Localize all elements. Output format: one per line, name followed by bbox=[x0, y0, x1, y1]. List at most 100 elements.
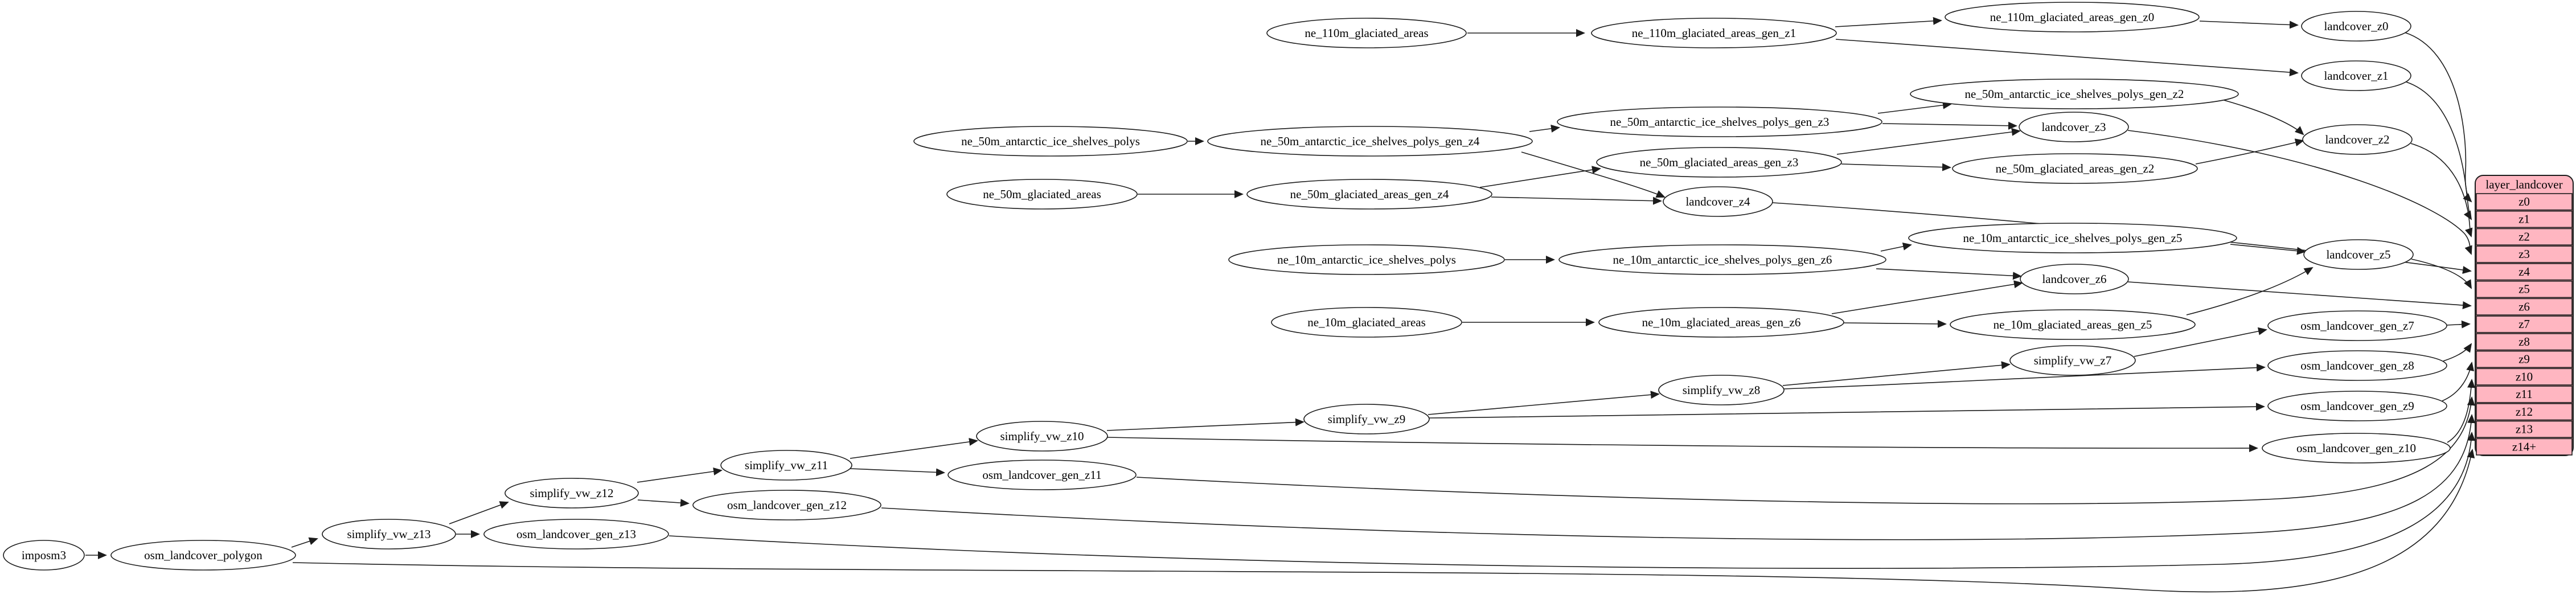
node-osm_landcover_gen_z7-label: osm_landcover_gen_z7 bbox=[2300, 319, 2414, 333]
node-simplify_vw_z8: simplify_vw_z8 bbox=[1658, 375, 1785, 405]
edge-simplify_vw_z8-to-osm_landcover_gen_z8 bbox=[1783, 363, 2266, 389]
node-ne_10m_glaciated_areas_gen_z5-label: ne_10m_glaciated_areas_gen_z5 bbox=[1993, 318, 2152, 331]
row-z4-label: z4 bbox=[2518, 265, 2530, 278]
node-ne_50m_antarctic_ice_shelves_polys_gen_z2: ne_50m_antarctic_ice_shelves_polys_gen_z… bbox=[1910, 79, 2239, 109]
node-simplify_vw_z7-label: simplify_vw_z7 bbox=[2034, 354, 2112, 367]
node-ne_50m_glaciated_areas-label: ne_50m_glaciated_areas bbox=[983, 187, 1101, 201]
edge-ne_50m_polys_gen_z4-to-gen_z3 bbox=[1529, 124, 1560, 133]
node-landcover_z1-label: landcover_z1 bbox=[2324, 69, 2388, 83]
node-landcover_z3: landcover_z3 bbox=[2019, 112, 2129, 142]
row-z14plus-cell bbox=[2476, 438, 2573, 456]
edge-landcover_z0-to-z0 bbox=[2404, 32, 2472, 203]
node-osm_landcover_gen_z12: osm_landcover_gen_z12 bbox=[692, 490, 881, 520]
node-landcover_z2: landcover_z2 bbox=[2302, 124, 2413, 155]
row-z10-label: z10 bbox=[2516, 370, 2533, 383]
edge-ne_50m_polys_gen_z4-to-landcover_z4 bbox=[1521, 151, 1666, 198]
node-osm_landcover_gen_z7: osm_landcover_gen_z7 bbox=[2267, 310, 2447, 341]
row-z12-cell bbox=[2476, 403, 2573, 421]
node-osm_landcover_gen_z10-shape bbox=[2262, 433, 2451, 464]
node-landcover_z0-shape bbox=[2301, 11, 2411, 42]
node-ne_10m_antarctic_ice_shelves_polys_gen_z5: ne_10m_antarctic_ice_shelves_polys_gen_z… bbox=[1908, 223, 2237, 253]
node-simplify_vw_z10: simplify_vw_z10 bbox=[976, 421, 1108, 452]
node-simplify_vw_z8-label: simplify_vw_z8 bbox=[1683, 383, 1761, 397]
edge-ne_50m_polys_gen_z3-to-gen_z2 bbox=[1877, 101, 1952, 114]
edge-ne_50m_polys_gen_z2-to-landcover_z2 bbox=[2224, 100, 2304, 136]
row-z2-label: z2 bbox=[2518, 230, 2530, 244]
row-z13-cell bbox=[2476, 420, 2573, 438]
node-simplify_vw_z8-shape bbox=[1658, 375, 1785, 405]
node-landcover_z4-label: landcover_z4 bbox=[1685, 195, 1750, 208]
node-ne_50m_glaciated_areas_gen_z3-label: ne_50m_glaciated_areas_gen_z3 bbox=[1640, 155, 1799, 169]
node-osm_landcover_polygon-shape bbox=[110, 540, 296, 571]
row-z5-label: z5 bbox=[2518, 282, 2530, 296]
node-simplify_vw_z11: simplify_vw_z11 bbox=[720, 450, 852, 481]
node-osm_landcover_gen_z9-label: osm_landcover_gen_z9 bbox=[2300, 399, 2414, 413]
row-z9-cell bbox=[2476, 350, 2573, 368]
node-ne_10m_glaciated_areas_gen_z6-label: ne_10m_glaciated_areas_gen_z6 bbox=[1642, 315, 1801, 329]
node-ne_50m_antarctic_ice_shelves_polys_gen_z3: ne_50m_antarctic_ice_shelves_polys_gen_z… bbox=[1557, 106, 1882, 137]
node-ne_50m_glaciated_areas_gen_z4: ne_50m_glaciated_areas_gen_z4 bbox=[1246, 179, 1492, 210]
node-landcover_z5: landcover_z5 bbox=[2303, 239, 2414, 270]
node-simplify_vw_z10-label: simplify_vw_z10 bbox=[1000, 429, 1084, 443]
node-ne_50m_glaciated_areas_gen_z2-label: ne_50m_glaciated_areas_gen_z2 bbox=[1996, 162, 2155, 175]
edge-simplify_vw_z9-to-osm_landcover_gen_z9 bbox=[1428, 403, 2265, 419]
node-simplify_vw_z11-shape bbox=[720, 450, 852, 481]
node-osm_landcover_gen_z11-label: osm_landcover_gen_z11 bbox=[982, 468, 1101, 482]
edge-ne_50m_glac_gen_z3-to-landcover_z3 bbox=[1836, 128, 2021, 155]
edge-osm_landcover_gen_z12-to-z12 bbox=[881, 414, 2476, 540]
edge-simplify_vw_z13-to-simplify_vw_z12 bbox=[449, 501, 509, 524]
node-ne_110m_glaciated_areas_gen_z0-shape bbox=[1945, 2, 2200, 32]
node-osm_landcover_gen_z10-label: osm_landcover_gen_z10 bbox=[2296, 441, 2416, 455]
node-ne_50m_antarctic_ice_shelves_polys_gen_z2-shape bbox=[1910, 79, 2239, 109]
node-osm_landcover_gen_z13: osm_landcover_gen_z13 bbox=[483, 519, 669, 550]
edge-osm_landcover_gen_z10-to-z10 bbox=[2447, 379, 2476, 443]
node-ne_10m_antarctic_ice_shelves_polys-shape bbox=[1228, 244, 1505, 275]
node-imposm3-shape bbox=[3, 540, 85, 571]
edge-osm_landcover_polygon-to-z14 bbox=[292, 449, 2475, 593]
row-z3-cell bbox=[2476, 245, 2573, 263]
node-simplify_vw_z9: simplify_vw_z9 bbox=[1303, 404, 1430, 434]
edge-ne_50m_glac_gen_z4-to-landcover_z4 bbox=[1491, 196, 1662, 205]
edge-ne_110m_gen_z1-to-gen_z0 bbox=[1835, 17, 1942, 27]
edge-simplify_vw_z7-to-osm_landcover_gen_z7 bbox=[2134, 327, 2267, 357]
node-landcover_z4-shape bbox=[1663, 186, 1773, 217]
edge-osm_landcover_gen_z11-to-z11 bbox=[1136, 396, 2475, 505]
node-simplify_vw_z12: simplify_vw_z12 bbox=[504, 478, 639, 509]
node-ne_50m_antarctic_ice_shelves_polys-label: ne_50m_antarctic_ice_shelves_polys bbox=[961, 134, 1140, 148]
node-ne_50m_glaciated_areas_gen_z2: ne_50m_glaciated_areas_gen_z2 bbox=[1952, 153, 2198, 184]
node-ne_50m_antarctic_ice_shelves_polys_gen_z3-shape bbox=[1557, 106, 1882, 137]
row-z0-cell bbox=[2476, 193, 2573, 211]
edge-simplify_vw_z10-to-simplify_vw_z9 bbox=[1106, 418, 1305, 431]
edge-landcover_z5-to-z5 bbox=[2411, 259, 2472, 289]
row-z9-label: z9 bbox=[2518, 352, 2530, 366]
node-ne_10m_glaciated_areas-shape bbox=[1271, 307, 1462, 338]
edge-osm_landcover_polygon-to-simplify_vw_z13 bbox=[291, 537, 318, 548]
node-ne_10m_glaciated_areas-label: ne_10m_glaciated_areas bbox=[1307, 315, 1426, 329]
node-ne_50m_glaciated_areas_gen_z4-label: ne_50m_glaciated_areas_gen_z4 bbox=[1290, 187, 1449, 201]
node-ne_10m_antarctic_ice_shelves_polys_gen_z6-label: ne_10m_antarctic_ice_shelves_polys_gen_z… bbox=[1613, 253, 1832, 266]
edge-ne_10m_polys_gen_z5-to-landcover_z5 bbox=[2230, 244, 2306, 255]
node-ne_10m_antarctic_ice_shelves_polys_gen_z5-shape bbox=[1908, 223, 2237, 253]
layer-landcover-table-rows: z0 z1 z2 z3 z4 z5 z6 z7 z8 z9 z10 z11 z1… bbox=[2476, 193, 2573, 456]
edge-ne_50m_glac_gen_z3-to-gen_z2 bbox=[1841, 163, 1951, 171]
node-ne_10m_antarctic_ice_shelves_polys_gen_z5-label: ne_10m_antarctic_ice_shelves_polys_gen_z… bbox=[1963, 231, 2183, 245]
node-landcover_z2-shape bbox=[2302, 124, 2413, 155]
edge-simplify_vw_z11-to-simplify_vw_z10 bbox=[850, 437, 978, 459]
edge-landcover_z3-to-z3 bbox=[2127, 130, 2472, 255]
edge-ne_10m_glac_gen_z6-to-gen_z5 bbox=[1843, 319, 1947, 328]
node-simplify_vw_z12-shape bbox=[504, 478, 639, 509]
node-osm_landcover_gen_z8: osm_landcover_gen_z8 bbox=[2267, 350, 2447, 381]
node-landcover_z1-shape bbox=[2301, 60, 2411, 91]
node-osm_landcover_gen_z7-shape bbox=[2267, 310, 2447, 341]
node-ne_10m_glaciated_areas_gen_z6-shape bbox=[1598, 307, 1844, 338]
row-z8-label: z8 bbox=[2518, 335, 2530, 348]
edge-landcover_z1-to-z1 bbox=[2406, 81, 2472, 220]
node-osm_landcover_gen_z13-shape bbox=[483, 519, 669, 550]
node-osm_landcover_gen_z12-shape bbox=[692, 490, 881, 520]
row-z0-label: z0 bbox=[2518, 195, 2530, 208]
node-ne_110m_glaciated_areas_gen_z1-shape bbox=[1591, 18, 1837, 48]
node-simplify_vw_z13-label: simplify_vw_z13 bbox=[347, 527, 431, 541]
node-ne_110m_glaciated_areas: ne_110m_glaciated_areas bbox=[1266, 18, 1467, 48]
node-ne_10m_glaciated_areas_gen_z6: ne_10m_glaciated_areas_gen_z6 bbox=[1598, 307, 1844, 338]
